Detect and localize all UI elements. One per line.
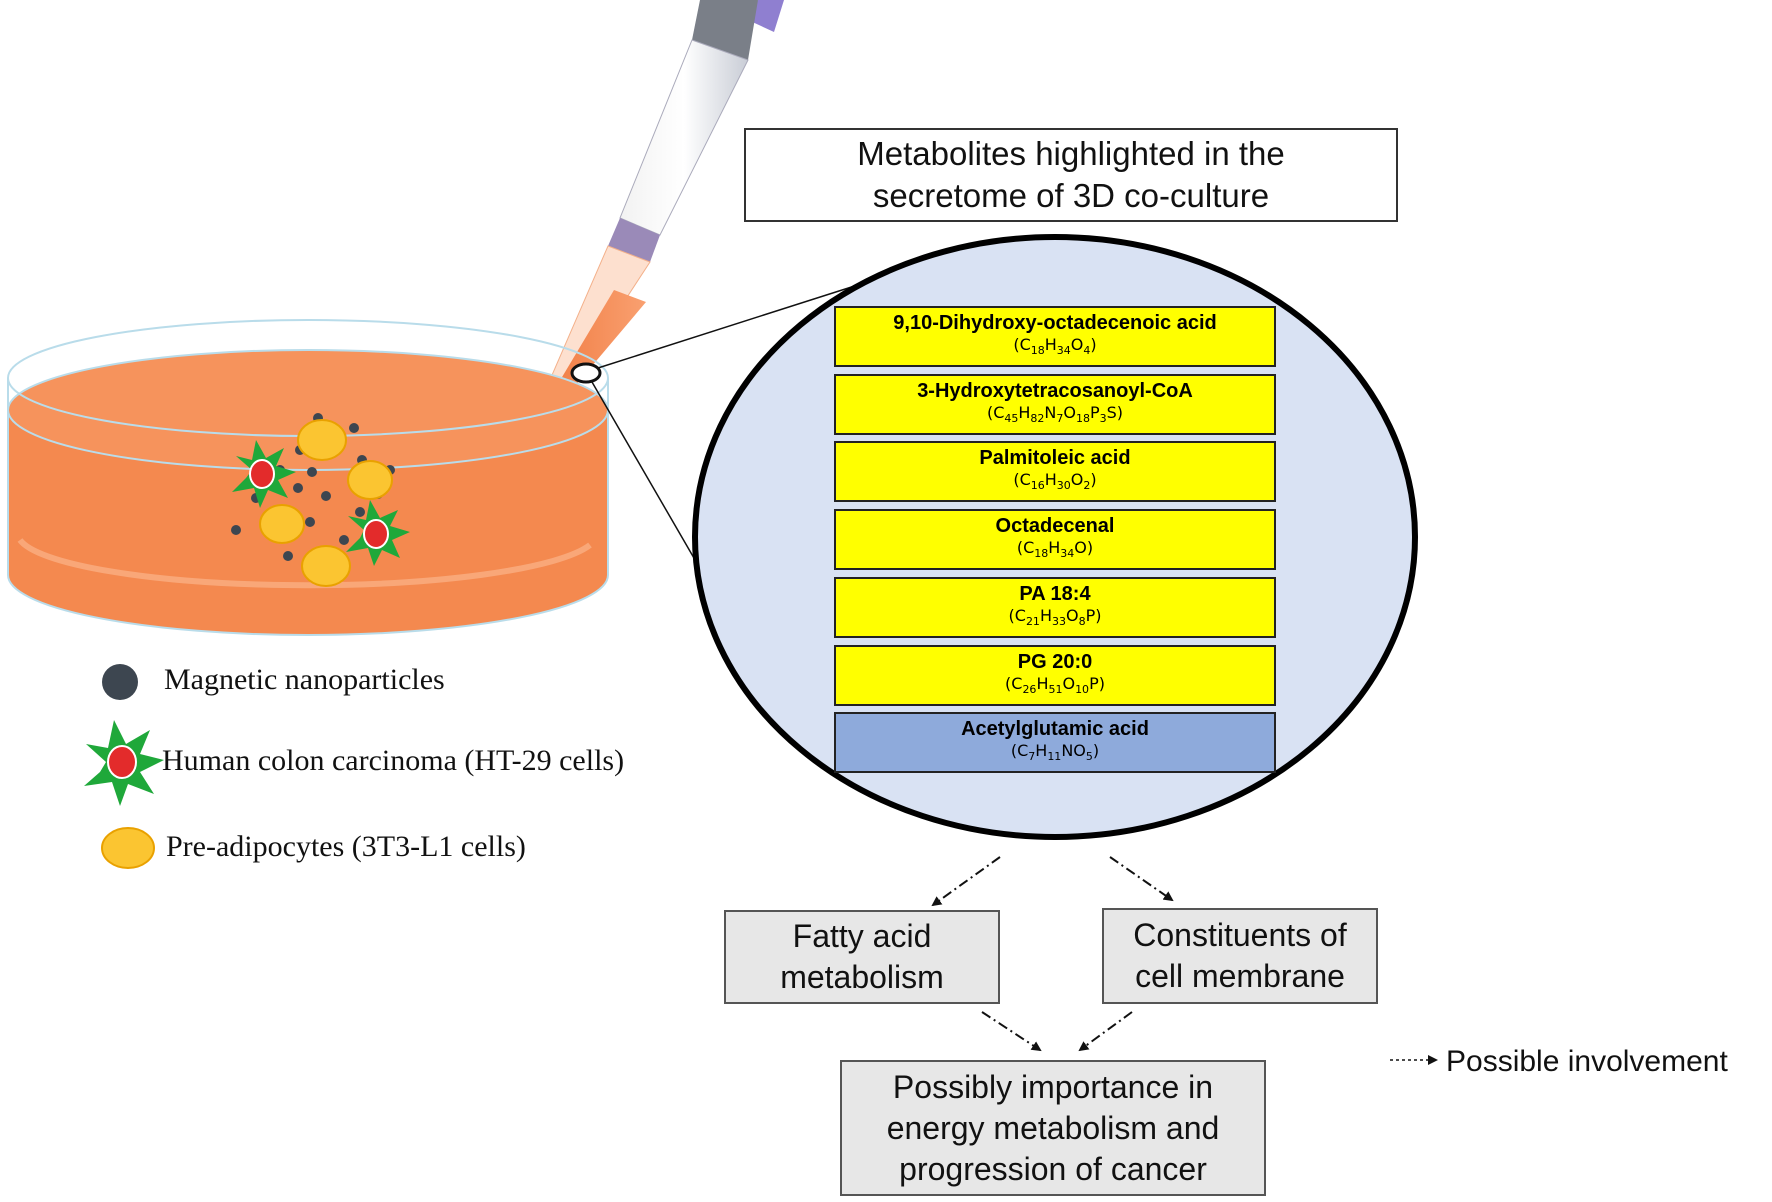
formula-element: P: [1085, 606, 1096, 626]
formula-count: 7: [1056, 412, 1064, 426]
formula-count: 16: [1030, 479, 1045, 493]
metabolite-formula: (C7H11NO5): [1010, 741, 1100, 764]
petri-dish-icon: [7, 319, 609, 636]
carcinoma-icon: [84, 720, 164, 806]
formula-element: C: [1019, 470, 1031, 490]
formula-element: H: [1035, 741, 1048, 761]
metabolites-title-box: Metabolites highlighted in the secretome…: [744, 128, 1398, 222]
formula-element: P: [1089, 674, 1099, 694]
metabolite-item: PG 20:0(C26H51O10P): [834, 645, 1276, 706]
membrane-line-2: cell membrane: [1135, 958, 1345, 994]
metabolite-formula: (C26H51O10P): [1005, 674, 1105, 697]
formula-count: 34: [1056, 344, 1071, 358]
metabolite-formula: (C45H82N7O18P3S): [986, 403, 1124, 426]
formula-element: C: [1017, 741, 1029, 761]
formula-count: 4: [1083, 344, 1091, 358]
fatty-acid-line-1: Fatty acid: [792, 918, 932, 954]
formula-count: 18: [1034, 547, 1049, 561]
formula-element: H: [1044, 335, 1057, 355]
formula-element: P: [1089, 403, 1100, 423]
final-line-2: energy metabolism and: [886, 1109, 1220, 1146]
metabolite-formula: (C18H34O): [1016, 538, 1094, 561]
formula-count: 33: [1051, 615, 1066, 629]
legend-preadipocytes: Pre-adipocytes (3T3-L1 cells): [166, 830, 526, 863]
formula-element: O: [1074, 538, 1087, 558]
formula-element: N: [1044, 403, 1057, 423]
formula-element: N: [1061, 741, 1074, 761]
formula-count: 26: [1022, 683, 1037, 697]
metabolite-name: Acetylglutamic acid: [961, 718, 1149, 741]
metabolite-formula: (C18H34O4): [1013, 335, 1097, 358]
metabolite-formula: (C16H30O2): [1013, 470, 1097, 493]
preadipocyte-cell: [259, 419, 393, 587]
carcinoma-cell: [232, 440, 410, 566]
formula-count: 18: [1030, 344, 1045, 358]
formula-element: S: [1106, 403, 1117, 423]
formula-element: C: [1014, 606, 1026, 626]
metabolite-name: PA 18:4: [1019, 583, 1091, 606]
formula-count: 7: [1028, 750, 1036, 764]
formula-element: O: [1062, 674, 1076, 694]
metabolite-item: 9,10-Dihydroxy-octadecenoic acid(C18H34O…: [834, 306, 1276, 367]
formula-count: 34: [1060, 547, 1075, 561]
formula-element: C: [993, 403, 1005, 423]
formula-count: 3: [1099, 412, 1107, 426]
formula-count: 18: [1075, 412, 1090, 426]
preadipocyte-icon: [101, 827, 155, 869]
key-possible-involvement: Possible involvement: [1446, 1045, 1728, 1078]
formula-element: H: [1039, 606, 1052, 626]
formula-element: C: [1011, 674, 1023, 694]
formula-element: O: [1063, 403, 1076, 423]
formula-element: C: [1023, 538, 1035, 558]
formula-count: 8: [1078, 615, 1086, 629]
nanoparticle-icon: [102, 664, 138, 700]
final-line-3: progression of cancer: [899, 1150, 1207, 1187]
metabolite-formula: (C21H33O8P): [1008, 606, 1102, 629]
formula-count: 10: [1075, 683, 1090, 697]
fatty-acid-metabolism-box: Fatty acid metabolism: [724, 910, 1000, 1004]
formula-element: O: [1070, 470, 1084, 490]
metabolite-name: Octadecenal: [995, 515, 1115, 538]
pipette-icon: [535, 0, 784, 419]
metabolite-name: 9,10-Dihydroxy-octadecenoic acid: [893, 312, 1217, 335]
metabolite-item: Octadecenal(C18H34O): [834, 509, 1276, 570]
membrane-line-1: Constituents of: [1133, 917, 1347, 953]
legend-carcinoma: Human colon carcinoma (HT-29 cells): [162, 744, 625, 777]
formula-count: 30: [1056, 479, 1071, 493]
formula-count: 2: [1083, 479, 1091, 493]
fatty-acid-line-2: metabolism: [780, 959, 944, 995]
formula-count: 82: [1030, 412, 1045, 426]
cell-membrane-box: Constituents of cell membrane: [1102, 908, 1378, 1004]
metabolite-item: Acetylglutamic acid(C7H11NO5): [834, 712, 1276, 773]
formula-count: 21: [1025, 615, 1040, 629]
cell-cluster: [231, 413, 410, 587]
metabolite-name: 3-Hydroxytetracosanoyl-CoA: [917, 380, 1193, 403]
title-line-1: Metabolites highlighted in the: [857, 135, 1285, 172]
metabolite-item: Palmitoleic acid(C16H30O2): [834, 441, 1276, 502]
legend-nanoparticles: Magnetic nanoparticles: [164, 663, 445, 696]
formula-element: O: [1065, 606, 1079, 626]
formula-element: H: [1036, 674, 1049, 694]
metabolite-item: PA 18:4(C21H33O8P): [834, 577, 1276, 638]
metabolite-item: 3-Hydroxytetracosanoyl-CoA(C45H82N7O18P3…: [834, 374, 1276, 435]
formula-element: O: [1070, 335, 1084, 355]
formula-element: O: [1073, 741, 1086, 761]
magnifier-connector: [570, 282, 865, 566]
formula-element: H: [1048, 538, 1061, 558]
formula-element: H: [1044, 470, 1057, 490]
formula-element: C: [1019, 335, 1031, 355]
metabolite-name: PG 20:0: [1017, 651, 1093, 674]
title-line-2: secretome of 3D co-culture: [872, 177, 1270, 214]
involvement-arrows: [931, 856, 1174, 1052]
cancer-importance-box: Possibly importance in energy metabolism…: [840, 1060, 1266, 1196]
metabolite-name: Palmitoleic acid: [979, 447, 1131, 470]
final-line-1: Possibly importance in: [892, 1068, 1214, 1105]
formula-count: 5: [1085, 750, 1093, 764]
formula-count: 11: [1047, 750, 1062, 764]
formula-count: 51: [1048, 683, 1063, 697]
formula-count: 45: [1004, 412, 1019, 426]
formula-element: H: [1018, 403, 1031, 423]
